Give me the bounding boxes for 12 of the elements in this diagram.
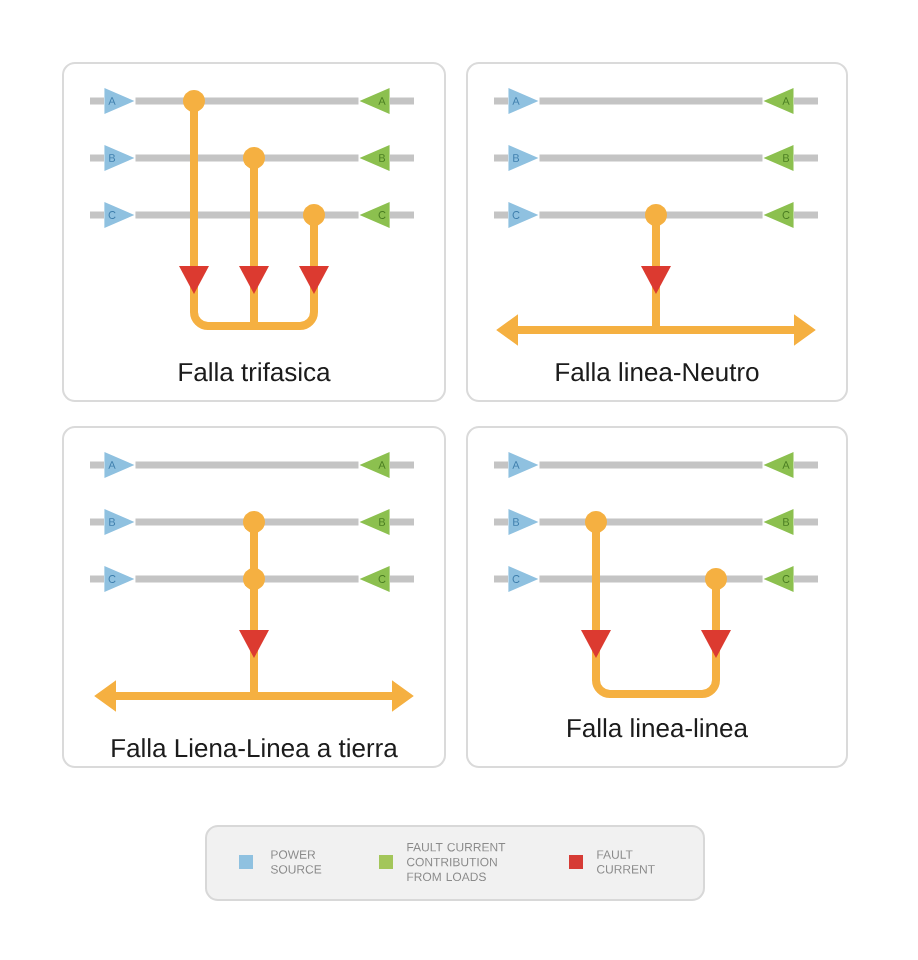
bus-line <box>135 575 359 583</box>
bus-line <box>135 97 359 105</box>
bus-line <box>539 461 763 469</box>
bus-line <box>539 518 763 526</box>
bus-line <box>539 575 763 583</box>
bus-line <box>135 461 359 469</box>
bus-line <box>135 154 359 162</box>
bus-line <box>135 211 359 219</box>
bus-line <box>539 97 763 105</box>
bus-line <box>539 154 763 162</box>
bus-line <box>135 518 359 526</box>
bus-line <box>539 211 763 219</box>
